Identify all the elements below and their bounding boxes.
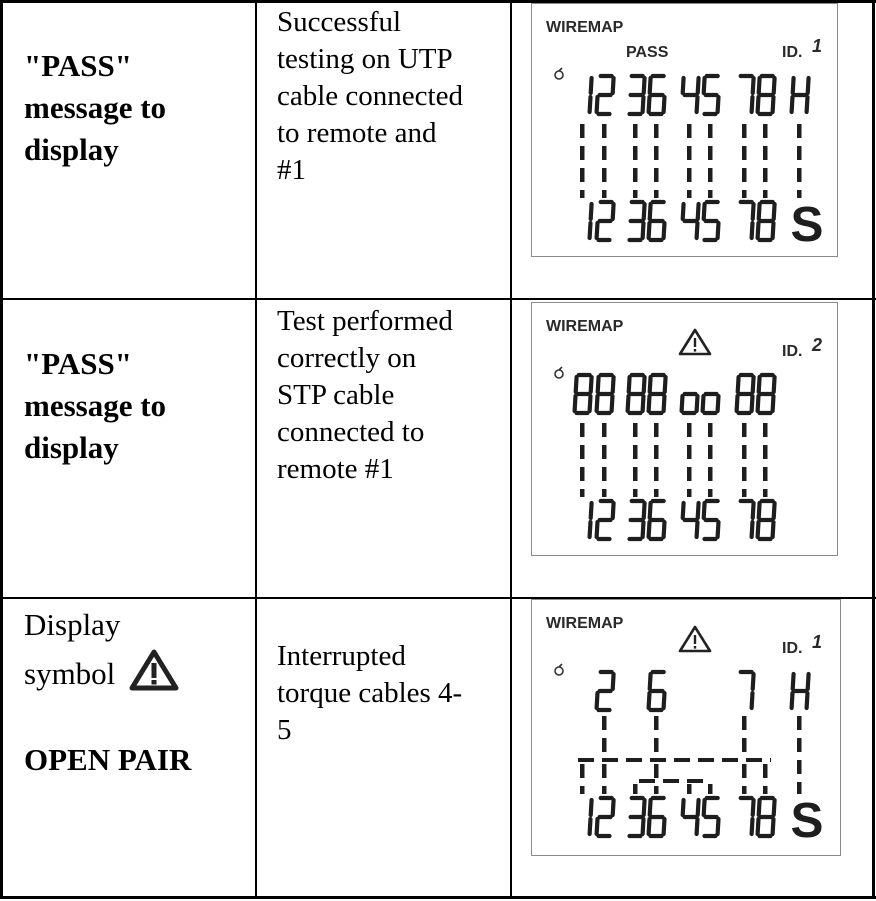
condition-text: symbol (24, 656, 116, 692)
svg-text:ID.: ID. (782, 640, 802, 657)
row-3-condition: Display symbol OPEN PAIR (24, 601, 252, 781)
wiremap-lcd-graphic: WIREMAP ID. 1S (546, 615, 824, 848)
svg-text:ID.: ID. (782, 343, 802, 360)
condition-line: "PASS" (24, 346, 132, 381)
svg-text:WIREMAP: WIREMAP (546, 615, 624, 632)
row-divider-1 (0, 298, 876, 300)
row-2-description: Test performed correctly on STP cable co… (277, 303, 507, 488)
svg-text:2: 2 (811, 335, 822, 355)
description-line: connected to (277, 416, 425, 448)
description-line: to remote and (277, 117, 437, 149)
description-line: 5 (277, 714, 292, 746)
description-line: torque cables 4- (277, 677, 463, 709)
row-divider-2 (0, 597, 876, 599)
description-line: remote #1 (277, 453, 394, 485)
condition-line: message to (24, 388, 167, 423)
svg-text:WIREMAP: WIREMAP (546, 318, 624, 335)
condition-line: "PASS" (24, 48, 132, 83)
description-line: testing on UTP (277, 43, 453, 75)
condition-heading: OPEN PAIR (24, 742, 192, 777)
table-border-left (0, 0, 3, 899)
row-2-lcd-display: WIREMAP ID. 2 (531, 302, 838, 556)
row-2-condition: "PASS" message to display (24, 343, 252, 469)
description-line: cable connected (277, 80, 463, 112)
condition-line: message to (24, 90, 167, 125)
svg-text:S: S (791, 197, 824, 252)
svg-text:PASS: PASS (626, 44, 669, 61)
description-line: correctly on (277, 342, 417, 374)
warning-triangle-icon (129, 649, 179, 705)
svg-text:1: 1 (812, 36, 822, 56)
svg-text:ID.: ID. (782, 44, 802, 61)
description-line: Interrupted (277, 640, 406, 672)
row-1-description: Successful testing on UTP cable connecte… (277, 4, 507, 189)
table-border-right (872, 0, 875, 899)
column-divider-2 (510, 0, 512, 899)
table-border-top (0, 0, 876, 3)
wiremap-lcd-graphic: WIREMAP ID. 2 (546, 318, 822, 542)
column-divider-1 (255, 0, 257, 899)
description-line: #1 (277, 154, 306, 186)
condition-line: display (24, 132, 119, 167)
table-border-bottom (0, 896, 876, 899)
svg-text:1: 1 (812, 632, 822, 652)
svg-text:WIREMAP: WIREMAP (546, 19, 624, 36)
svg-text:S: S (791, 793, 824, 848)
row-3-description: Interrupted torque cables 4- 5 (277, 638, 507, 749)
condition-line: display (24, 430, 119, 465)
condition-line: Display (24, 607, 121, 642)
description-line: Test performed (277, 305, 453, 337)
condition-line-with-icon: symbol (24, 649, 252, 705)
description-line: STP cable (277, 379, 395, 411)
row-1-condition: "PASS" message to display (24, 45, 252, 171)
description-line: Successful (277, 6, 402, 38)
